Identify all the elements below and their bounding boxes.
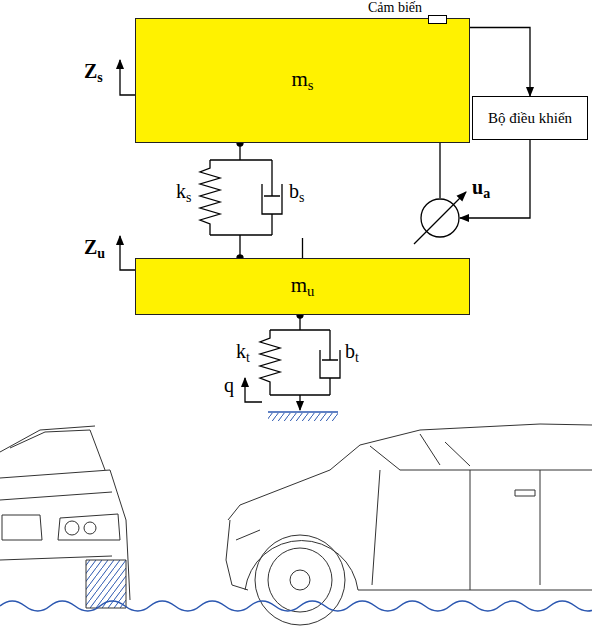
symbol-subscript: t xyxy=(246,350,250,365)
control-force-label: ua xyxy=(472,176,490,202)
sensor-label: Cảm biến xyxy=(366,0,424,15)
symbol-subscript: s xyxy=(308,77,314,93)
zs-arrow xyxy=(120,60,136,95)
coordinate-label: Zu xyxy=(84,236,105,262)
spring-label: ks xyxy=(176,180,191,206)
q-arrow xyxy=(245,378,262,402)
coordinate-label: Zs xyxy=(84,60,103,86)
symbol-letter: b xyxy=(345,340,355,362)
symbol-subscript: t xyxy=(355,350,359,365)
actuator-link xyxy=(439,143,440,198)
suspension-spring-damper xyxy=(200,140,282,261)
symbol-subscript: s xyxy=(186,190,191,205)
symbol-subscript: a xyxy=(483,186,490,201)
symbol-letter: Z xyxy=(84,236,97,258)
controller-label: Bộ điều khiển xyxy=(484,110,576,127)
damper-label: bt xyxy=(345,340,359,366)
symbol-letter: m xyxy=(291,67,307,91)
signal-arrow xyxy=(460,140,530,218)
symbol-subscript: s xyxy=(299,190,304,205)
tire-spring-damper xyxy=(260,312,340,410)
unsprung-mass-box: mu xyxy=(135,258,470,315)
controller-box: Bộ điều khiển xyxy=(472,96,588,140)
mass-label: mu xyxy=(287,274,319,300)
road-input-label: q xyxy=(224,374,234,396)
ground-hatch xyxy=(268,413,338,421)
road-wave xyxy=(0,601,592,611)
symbol-letter: Z xyxy=(84,60,97,82)
symbol-letter: b xyxy=(289,180,299,202)
sensor-box: Cảm biến xyxy=(428,15,447,24)
symbol-letter: u xyxy=(472,176,483,198)
actuator-link xyxy=(302,238,303,258)
spring-label: kt xyxy=(236,340,250,366)
mass-label: ms xyxy=(287,68,317,94)
ground-line xyxy=(268,411,338,412)
actuator-symbol xyxy=(420,198,460,238)
actuator-circle: ua xyxy=(420,198,460,238)
symbol-letter: k xyxy=(236,340,246,362)
symbol-subscript: u xyxy=(307,283,314,299)
symbol-letter: k xyxy=(176,180,186,202)
zu-arrow xyxy=(120,236,136,270)
sprung-mass-box: ms xyxy=(135,18,470,143)
symbol-subscript: u xyxy=(97,246,105,261)
symbol-letter: m xyxy=(291,273,307,297)
symbol-subscript: s xyxy=(97,70,102,85)
car-illustration xyxy=(0,424,592,625)
damper-label: bs xyxy=(289,180,304,206)
